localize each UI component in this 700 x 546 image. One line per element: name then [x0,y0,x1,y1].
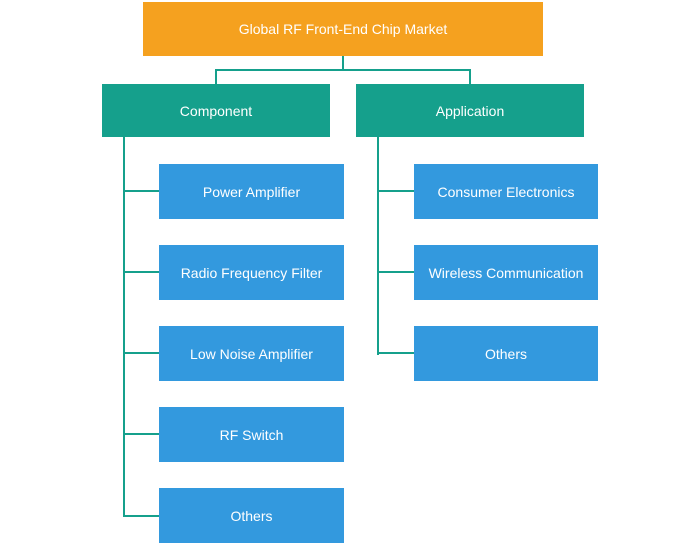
root-node-label: Global RF Front-End Chip Market [238,21,448,37]
leaf-node-rf-switch: RF Switch [159,407,344,462]
connector-component-branch-2 [123,271,159,273]
leaf-node-label: Others [484,345,527,362]
leaf-node-low-noise-amplifier: Low Noise Amplifier [159,326,344,381]
leaf-node-wireless-communication: Wireless Communication [414,245,598,300]
leaf-node-label: Low Noise Amplifier [190,345,313,362]
category-node-application: Application [356,84,584,137]
root-node: Global RF Front-End Chip Market [143,2,543,56]
connector-component-spine [123,137,125,517]
connector-to-application [469,69,471,84]
leaf-node-label: Others [230,507,273,524]
category-node-component: Component [102,84,330,137]
leaf-node-label: Power Amplifier [202,183,301,200]
leaf-node-component-others: Others [159,488,344,543]
leaf-node-label: Radio Frequency Filter [180,264,323,281]
category-node-label: Application [435,102,505,119]
leaf-node-label: RF Switch [219,426,284,443]
connector-root-down [342,56,344,71]
leaf-node-power-amplifier: Power Amplifier [159,164,344,219]
connector-application-branch-1 [377,190,414,192]
connector-to-component [215,69,217,84]
leaf-node-consumer-electronics: Consumer Electronics [414,164,598,219]
leaf-node-radio-frequency-filter: Radio Frequency Filter [159,245,344,300]
connector-root-horizontal [215,69,471,71]
category-node-label: Component [179,102,253,119]
connector-component-branch-1 [123,190,159,192]
leaf-node-application-others: Others [414,326,598,381]
connector-component-branch-4 [123,433,159,435]
connector-application-branch-2 [377,271,414,273]
leaf-node-label: Consumer Electronics [437,183,575,200]
connector-component-branch-5 [123,515,159,517]
connector-application-branch-3 [377,352,414,354]
connector-component-branch-3 [123,352,159,354]
leaf-node-label: Wireless Communication [428,264,584,281]
connector-application-spine [377,137,379,355]
